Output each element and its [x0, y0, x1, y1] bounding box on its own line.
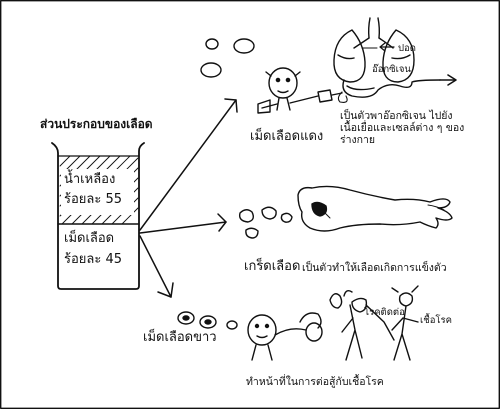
white-cell-discs	[177, 311, 238, 330]
arm-illustration	[297, 185, 453, 232]
platelets-label: เกร็ดเลือด	[244, 259, 301, 274]
white-cell-fighter	[247, 312, 323, 361]
arrow-to-platelets	[139, 213, 227, 234]
white-cells-description: ทำหน้าที่ในการต่อสู้กับเชื้อโรค	[246, 376, 384, 388]
arrow-to-red-cells	[139, 98, 238, 231]
arrow-to-white-cells	[139, 235, 174, 298]
plasma-name: น้ำเหลือง	[64, 172, 116, 187]
diagram-title: ส่วนประกอบของเลือด	[40, 117, 153, 131]
platelet-blobs	[238, 206, 293, 239]
beaker	[51, 142, 145, 290]
lungs-illustration	[333, 17, 457, 103]
platelets-description: เป็นตัวทำให้เลือดเกิดการแข็งตัว	[302, 262, 447, 274]
oxygen-label: อ๊อกซิเจน	[372, 64, 411, 75]
lung-label: ปอด	[398, 43, 416, 54]
red-cells-description: เป็นตัวพาอ๊อกซิเจน ไปยังเนื้อเยื่อและเซล…	[340, 110, 465, 147]
cells-percent: ร้อยละ 45	[64, 252, 123, 267]
infection-label: โรคติดต่อ	[364, 307, 405, 318]
germ-label: เชื้อโรค	[420, 315, 452, 326]
red-cell-discs	[200, 38, 255, 78]
germ-creatures	[329, 285, 419, 361]
plasma-label-box	[61, 169, 134, 215]
plasma-percent: ร้อยละ 55	[64, 192, 123, 207]
white-cells-label: เม็ดเลือดขาว	[143, 330, 217, 345]
cells-name: เม็ดเลือด	[64, 231, 115, 246]
red-cell-character	[257, 67, 343, 114]
red-cells-label: เม็ดเลือดแดง	[250, 129, 324, 144]
